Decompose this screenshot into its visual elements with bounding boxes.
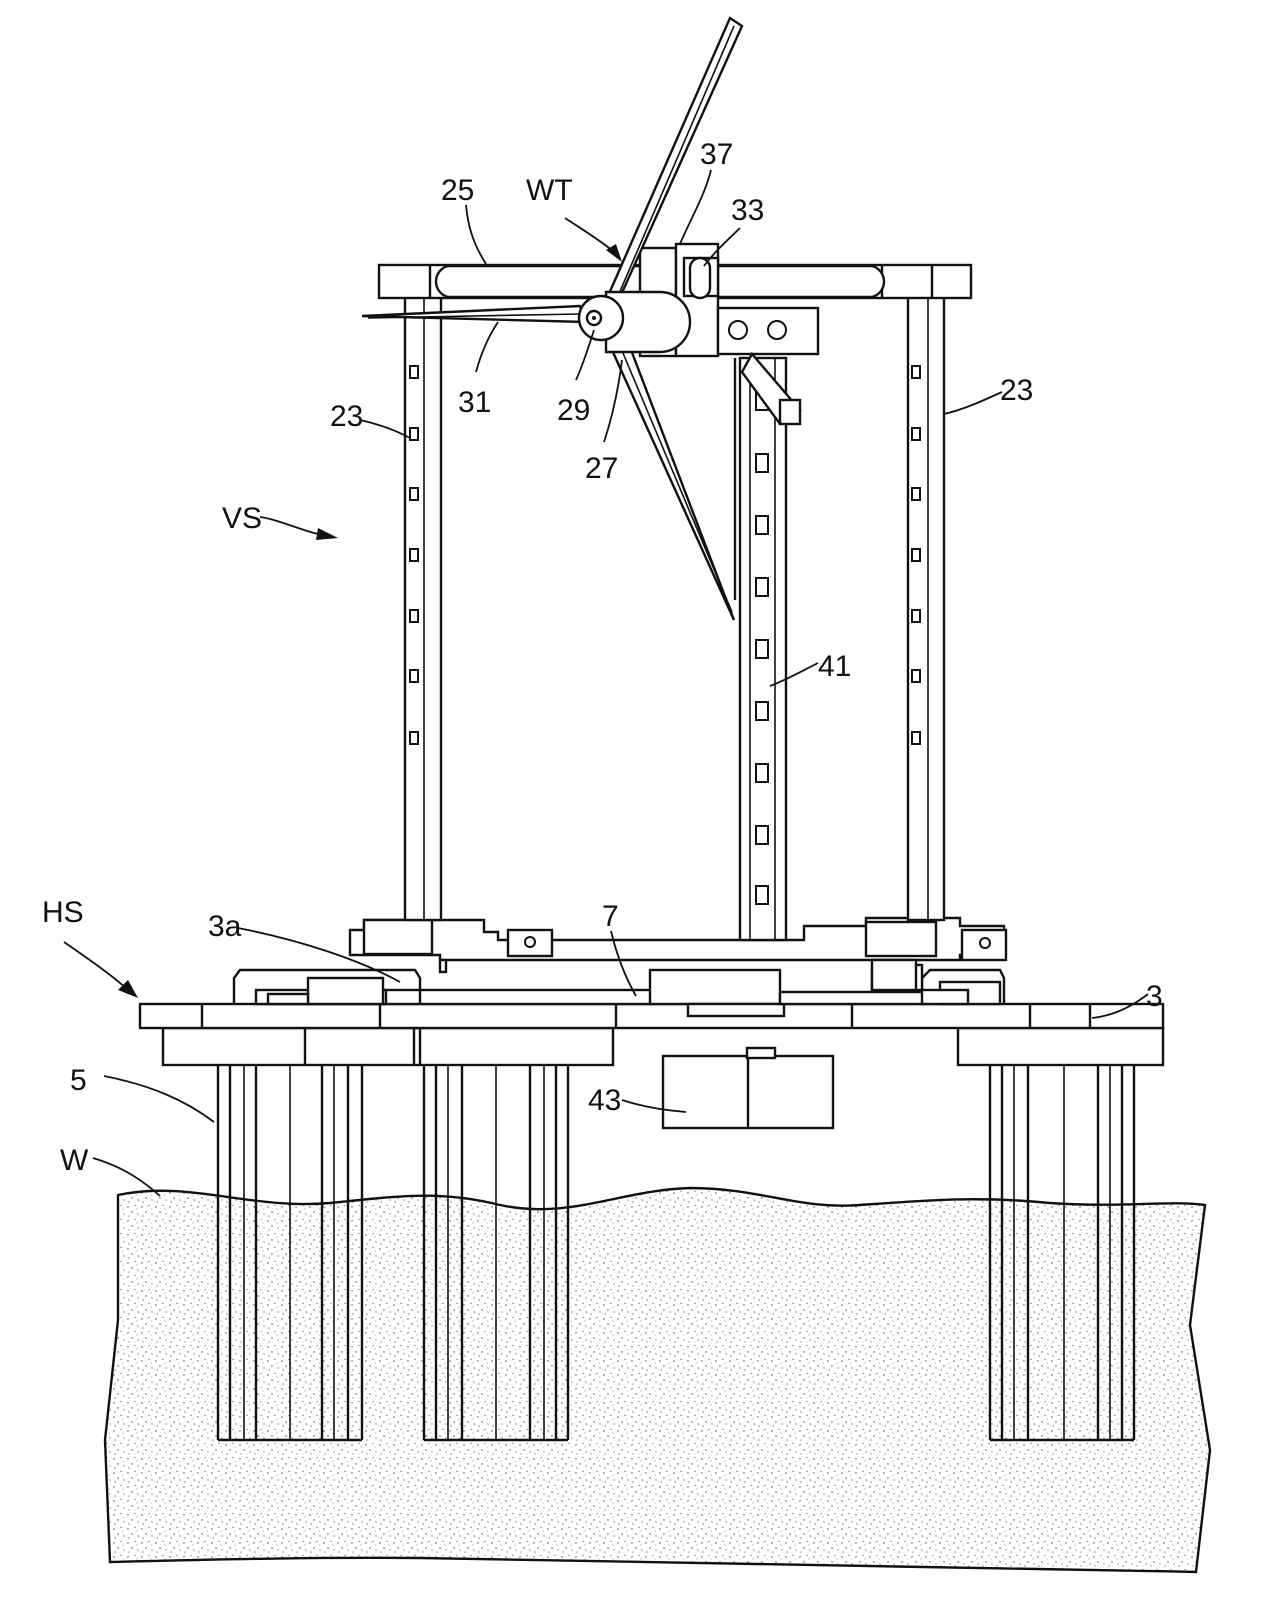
mast-holes	[756, 392, 768, 904]
label-37: 37	[700, 138, 733, 171]
column-right-23	[908, 297, 944, 920]
label-33: 33	[731, 194, 764, 227]
label-7: 7	[602, 900, 619, 933]
label-3: 3	[1146, 980, 1163, 1013]
column-left-23	[405, 297, 441, 920]
rail-7	[384, 990, 654, 1004]
label-vs: VS	[222, 502, 262, 535]
label-5: 5	[70, 1064, 87, 1097]
horizontal-structure	[140, 965, 1163, 1128]
label-41: 41	[818, 650, 851, 683]
label-hs: HS	[42, 896, 84, 929]
label-23-right: 23	[1000, 374, 1033, 407]
label-27: 27	[585, 452, 618, 485]
deck-3	[140, 1004, 1163, 1028]
label-w: W	[60, 1144, 89, 1177]
label-29: 29	[557, 394, 590, 427]
blade-lower	[612, 342, 734, 620]
mast-41	[735, 358, 786, 940]
water-body	[105, 1188, 1210, 1572]
label-31: 31	[458, 386, 491, 419]
label-3a: 3a	[208, 910, 242, 943]
label-43: 43	[588, 1084, 621, 1117]
label-23-left: 23	[330, 400, 363, 433]
label-wt: WT	[526, 174, 573, 207]
label-25: 25	[441, 174, 474, 207]
